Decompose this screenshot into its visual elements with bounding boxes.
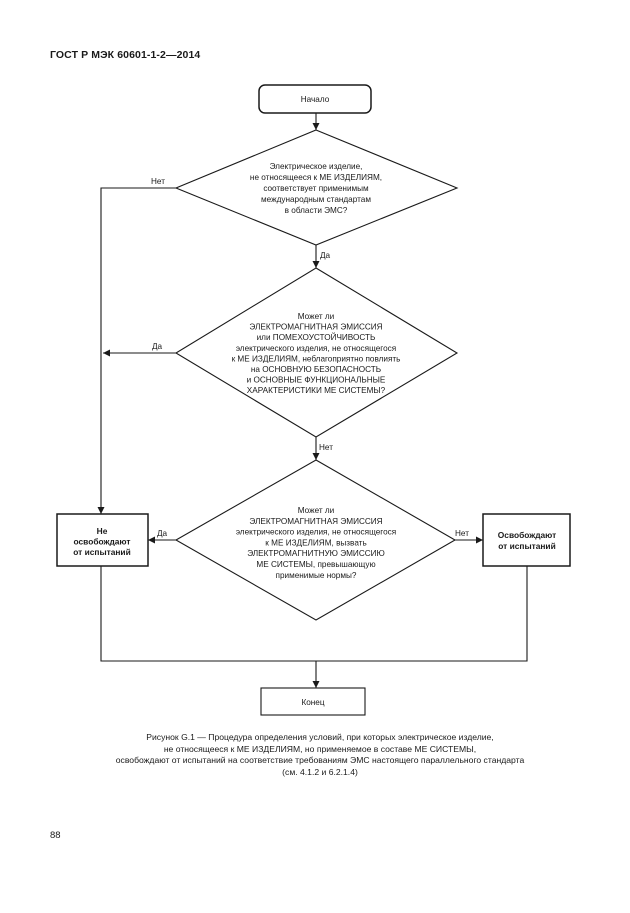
decision-2-shape <box>174 267 459 438</box>
end-node <box>260 687 366 716</box>
figure-caption: Рисунок G.1 — Процедура определения усло… <box>40 732 600 778</box>
label-d2-no: Нет <box>319 443 333 452</box>
caption-line: Рисунок G.1 — Процедура определения усло… <box>146 732 494 742</box>
d3-line: ЭЛЕКТРОМАГНИТНАЯ ЭМИССИЯ <box>249 517 382 526</box>
d3-line: электрического изделия, не относящегося <box>236 528 396 537</box>
start-node-label: Начало <box>301 95 330 104</box>
ne-line: от испытаний <box>73 547 130 557</box>
not-exempt-box <box>56 513 149 567</box>
d2-line: или ПОМЕХОУСТОЙЧИВОСТЬ <box>257 331 376 342</box>
d2-line: к МЕ ИЗДЕЛИЯМ, неблагоприятно повлиять <box>232 354 401 363</box>
d1-line: не относящееся к МЕ ИЗДЕЛИЯМ, <box>250 173 382 182</box>
decision-1-text: Электрическое изделие, не относящееся к М… <box>250 162 382 215</box>
label-d1-yes: Да <box>320 251 331 260</box>
d2-line: Может ли <box>298 312 335 321</box>
label-d3-yes: Да <box>157 529 168 538</box>
end-node-label: Конец <box>301 698 324 707</box>
ex-line: от испытаний <box>498 541 555 551</box>
caption-line: освобождают от испытаний на соответствие… <box>115 755 525 766</box>
page-number: 88 <box>50 830 61 841</box>
d2-line: и ОСНОВНЫЕ ФУНКЦИОНАЛЬНЫЕ <box>247 376 386 385</box>
d1-line: Электрическое изделие, <box>270 162 363 171</box>
d2-line: электрического изделия, не относящегося <box>236 344 396 353</box>
ex-line: Освобождают <box>498 530 556 540</box>
label-d3-no: Нет <box>455 529 469 538</box>
d2-line: ХАРАКТЕРИСТИКИ МЕ СИСТЕМЫ? <box>247 386 386 395</box>
caption-line: не относящееся к МЕ ИЗДЕЛИЯМ, но применя… <box>163 743 477 754</box>
connector-exempt-to-merge <box>316 566 528 662</box>
decision-3-text: Может ли ЭЛЕКТРОМАГНИТНАЯ ЭМИССИЯ электрич… <box>236 506 396 580</box>
d3-line: применимые нормы? <box>276 571 357 580</box>
label-d2-yes: Да <box>152 342 163 351</box>
ne-line: освобождают <box>74 537 131 547</box>
d3-line: Может ли <box>298 506 335 515</box>
decision-3-shape <box>174 459 457 621</box>
d3-line: МЕ СИСТЕМЫ, превышающую <box>256 560 375 569</box>
ne-line: Не <box>97 526 108 536</box>
d1-line: в области ЭМС? <box>285 206 348 215</box>
decision-1-shape <box>174 129 459 246</box>
caption-line: (см. 4.1.2 и 6.2.1.4) <box>282 766 358 777</box>
d1-line: соответствует применимым <box>263 184 369 193</box>
document-header: ГОСТ Р МЭК 60601-1-2—2014 <box>50 49 201 61</box>
d3-line: ЭЛЕКТРОМАГНИТНУЮ ЭМИССИЮ <box>247 549 385 558</box>
start-node <box>258 84 372 114</box>
connector-d1-no-to-not-exempt <box>97 187 176 514</box>
d3-line: к МЕ ИЗДЕЛИЯМ, вызвать <box>265 538 366 547</box>
label-d1-no: Нет <box>151 177 165 186</box>
d2-line: на ОСНОВНУЮ БЕЗОПАСНОСТЬ <box>251 365 381 374</box>
d1-line: международным стандартам <box>261 195 371 204</box>
d2-line: ЭЛЕКТРОМАГНИТНАЯ ЭМИССИЯ <box>249 323 382 332</box>
connector-not-exempt-to-merge <box>100 566 316 662</box>
exempt-box <box>482 513 571 567</box>
